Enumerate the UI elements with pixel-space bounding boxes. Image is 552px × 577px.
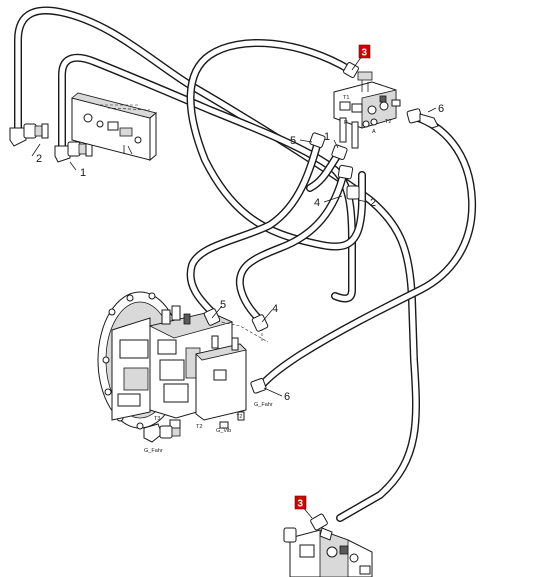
callout-4-top: 4 (314, 197, 320, 209)
port-label-t2-a: T2 (236, 414, 242, 420)
control-valve-block: T1 T2 P A (333, 71, 401, 149)
port-label-t1: T1 (343, 95, 349, 101)
highlight-tag-bottom: 3 (294, 495, 307, 510)
pump-assembly (97, 291, 247, 430)
callout-6-mid: 6 (284, 391, 290, 403)
leader-6-mid (263, 387, 283, 397)
port-label-a: A (372, 129, 376, 135)
callout-1-left: 1 (80, 167, 86, 179)
leader-2-left (31, 143, 41, 157)
port-label-p: P (344, 120, 348, 126)
leader-2-right (357, 199, 369, 203)
control-panel-plate (71, 92, 157, 162)
leader-1-left (69, 161, 77, 171)
elbow-g-fahr-low (143, 423, 181, 443)
highlight-tag-bottom-label: 3 (298, 499, 304, 510)
hose-3-top (186, 39, 366, 251)
callout-1-top: 1 (324, 131, 330, 143)
port-label-g-fahr-mid: G_Fahr (254, 402, 273, 408)
bottom-valve-assembly (283, 527, 373, 577)
port-label-t2-b: T2 (196, 424, 202, 430)
leader-4-mid (261, 309, 273, 323)
leader-dashed-5-to-pump (211, 319, 269, 343)
callout-4-mid: 4 (272, 303, 278, 315)
hose-1-left (58, 53, 356, 303)
left-elbow-fitting-1 (54, 141, 93, 163)
hose-4 (235, 168, 348, 324)
fitting-nut-2-right (346, 185, 360, 200)
leader-6-top (427, 107, 437, 113)
leader-5-mid (211, 305, 223, 319)
leader-tag-top (351, 55, 363, 71)
fitting-nut-4-mid (251, 314, 269, 332)
fitting-nut-bottom-3 (310, 513, 333, 541)
highlight-tag-top: 3 (358, 44, 371, 59)
hose-5 (186, 138, 322, 316)
port-label-t3: T3 (154, 416, 160, 422)
fitting-nut-6-mid (250, 378, 267, 394)
highlight-tag-top-label: 3 (362, 48, 368, 59)
left-elbow-fitting-2 (9, 123, 49, 147)
fitting-nut-6-top (406, 108, 439, 129)
leader-1-top (333, 139, 339, 149)
port-label-g-vib: G_Vib (216, 428, 231, 434)
callout-6-top: 6 (438, 103, 444, 115)
fitting-nut-4-top (337, 164, 354, 180)
callout-2-right: 2 (370, 197, 376, 209)
fitting-nut-5-top (309, 132, 326, 148)
port-label-g-fahr-low: G_Fahr (144, 448, 163, 454)
fitting-nut-1-top (331, 144, 348, 160)
callout-5-top: 5 (290, 135, 296, 147)
callout-2-left: 2 (36, 153, 42, 165)
leader-5-top (299, 139, 313, 143)
callout-5-mid: 5 (220, 299, 226, 311)
leader-4-top (323, 195, 343, 203)
port-label-t2-valve: T2 (385, 119, 391, 125)
hose-6 (258, 114, 477, 389)
